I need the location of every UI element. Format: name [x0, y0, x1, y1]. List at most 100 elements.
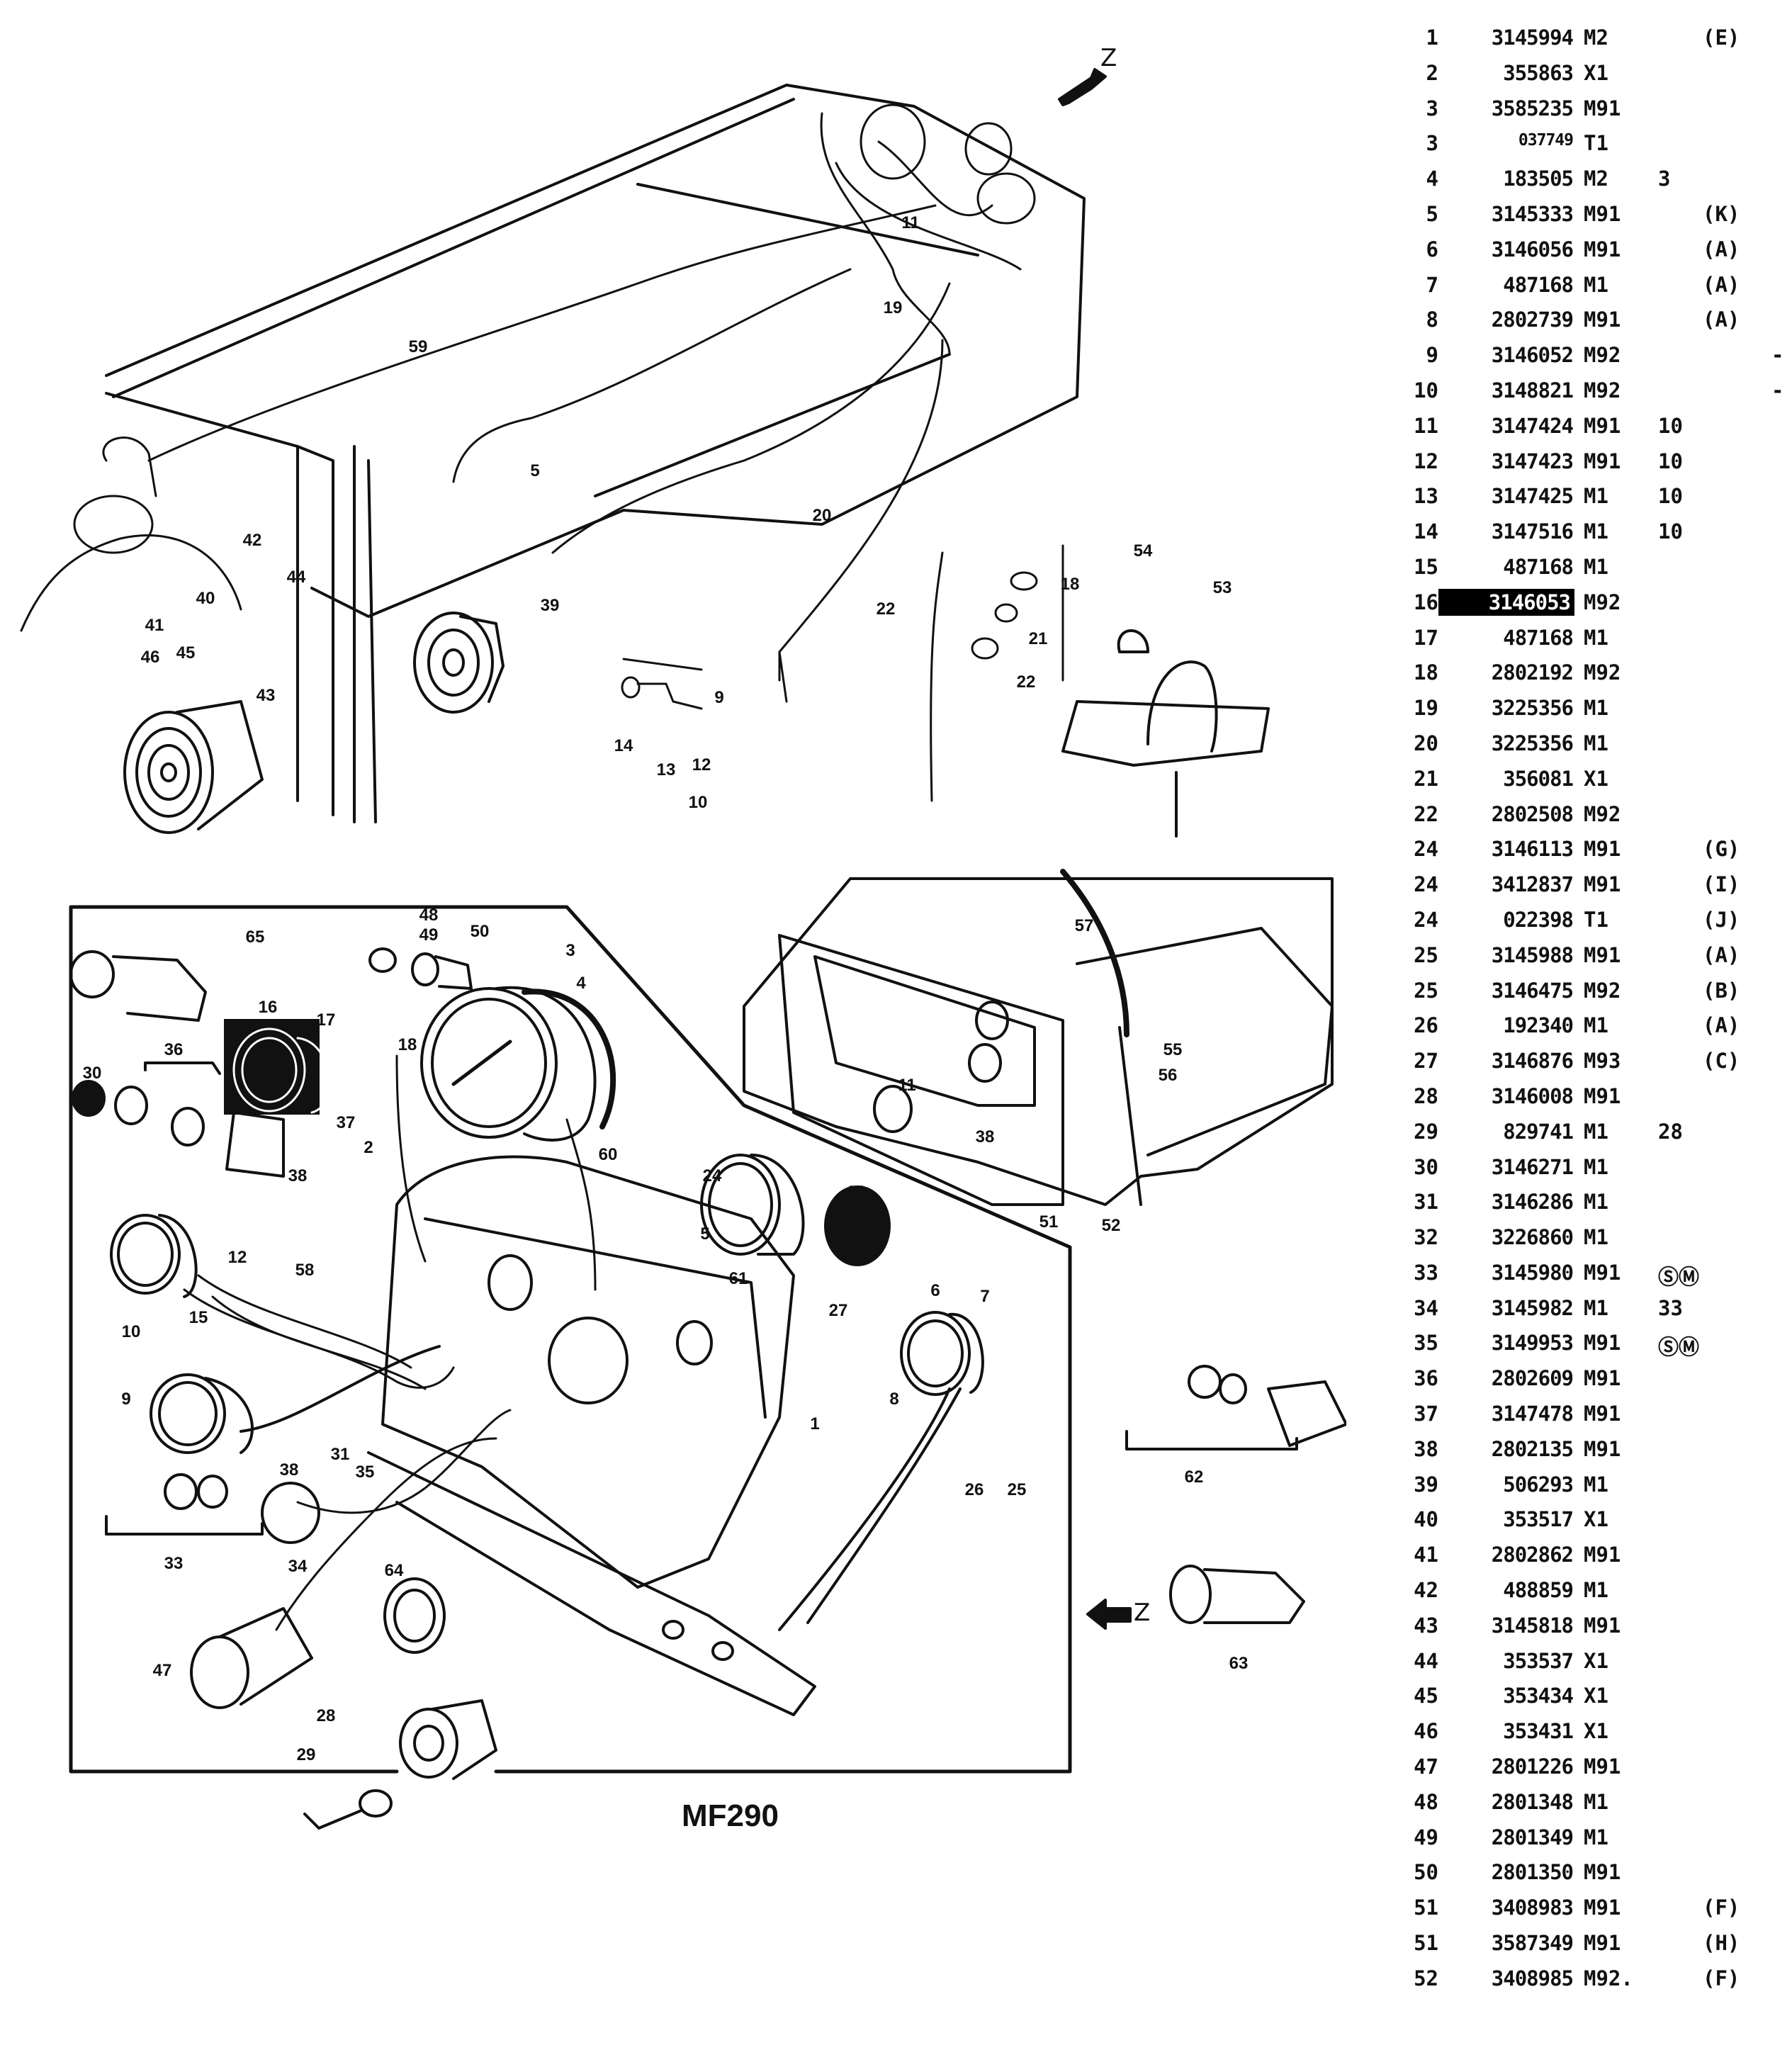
callout-label: 42 [242, 531, 262, 550]
ref-number: 39 [1414, 1472, 1438, 1497]
usage-code: M92. [1584, 1966, 1633, 1990]
variant-note: (A) [1703, 272, 1740, 297]
usage-code: M91 [1584, 413, 1621, 438]
ref-number: 49 [1414, 1825, 1438, 1849]
part-number: 3149953 [1491, 1331, 1574, 1356]
usage-code: M92 [1584, 660, 1621, 685]
ref-number: 22 [1414, 801, 1438, 826]
ref-number: 12 [1414, 449, 1438, 473]
ref-number: 16 [1414, 590, 1438, 614]
usage-code: M91 [1584, 942, 1621, 967]
variant-note: (C) [1703, 1049, 1740, 1074]
part-number: 3226860 [1491, 1225, 1574, 1250]
part-number: 192340 [1503, 1013, 1574, 1038]
callout-label: 45 [176, 643, 196, 663]
callout-label: 19 [883, 298, 903, 317]
usage-code: M91 [1584, 1083, 1621, 1108]
view-arrow-top [1058, 68, 1107, 106]
usage-code: M1 [1584, 1578, 1608, 1603]
ref-number: 32 [1414, 1225, 1438, 1250]
part-number: 3408983 [1491, 1895, 1574, 1920]
quantity-or-reference: 28 [1658, 1119, 1683, 1144]
callout-label: 20 [812, 506, 832, 525]
gauge-10 [110, 1214, 198, 1298]
ref-number: 3 [1426, 96, 1438, 120]
part-number: 353517 [1503, 1507, 1574, 1532]
air-intake [20, 436, 242, 632]
callout-label: 34 [288, 1557, 308, 1576]
gauge-27 [700, 1154, 805, 1256]
usage-code: M91 [1584, 872, 1621, 897]
top-gauges [860, 103, 1036, 225]
part-number: 2801349 [1491, 1825, 1574, 1849]
part-number: 487168 [1503, 554, 1574, 579]
horn-left [123, 700, 264, 834]
callout-label: 38 [279, 1460, 299, 1480]
usage-code: M92 [1584, 590, 1621, 614]
figure-title: MF290 [682, 1798, 779, 1833]
usage-code: M91 [1584, 96, 1621, 120]
callout-label: 51 [1039, 1212, 1059, 1232]
ref-number: 31 [1414, 1190, 1438, 1215]
part-number: 3146876 [1491, 1049, 1574, 1074]
quantity-or-reference: 3 [1658, 167, 1671, 191]
senders [621, 544, 1064, 802]
callout-label: 13 [656, 760, 676, 779]
part-number: 487168 [1503, 625, 1574, 650]
usage-code: T1 [1584, 131, 1608, 156]
usage-code: M91 [1584, 1931, 1621, 1956]
ref-number: 35 [1414, 1331, 1438, 1356]
usage-code: M91 [1584, 449, 1621, 473]
ref-number: 7 [1426, 272, 1438, 297]
part-number: 2802739 [1491, 308, 1574, 332]
ref-number: 50 [1414, 1860, 1438, 1885]
part-number: 3225356 [1491, 731, 1574, 755]
quantity-or-reference: 10 [1658, 484, 1683, 509]
usage-code: M91 [1584, 201, 1621, 226]
part-number: 3148821 [1491, 378, 1574, 402]
variant-note: (F) [1703, 1966, 1740, 1990]
part-number: 353434 [1503, 1684, 1574, 1708]
callout-label: 11 [901, 213, 920, 232]
ref-number: 29 [1414, 1119, 1438, 1144]
callout-label: 9 [121, 1390, 131, 1409]
callout-label: 21 [1028, 629, 1048, 648]
view-marker-top: Z [1100, 44, 1117, 72]
ref-number: 45 [1414, 1684, 1438, 1708]
callout-label: 16 [258, 998, 278, 1017]
usage-code: M93 [1584, 1049, 1621, 1074]
part-number: 3145818 [1491, 1613, 1574, 1638]
variant-note: (K) [1703, 201, 1740, 226]
ref-number: 27 [1414, 1049, 1438, 1074]
part-number: 2802135 [1491, 1436, 1574, 1461]
ref-number: 11 [1414, 413, 1438, 438]
margin-mark: - [1771, 343, 1784, 368]
usage-code: M91 [1584, 1613, 1621, 1638]
callout-label: 53 [1212, 578, 1232, 597]
gauge-32-blank [824, 1185, 891, 1266]
callout-label: 56 [1158, 1066, 1178, 1085]
callout-label: 47 [152, 1661, 172, 1680]
ref-number: 9 [1426, 343, 1438, 368]
part-number: 353537 [1503, 1648, 1574, 1673]
